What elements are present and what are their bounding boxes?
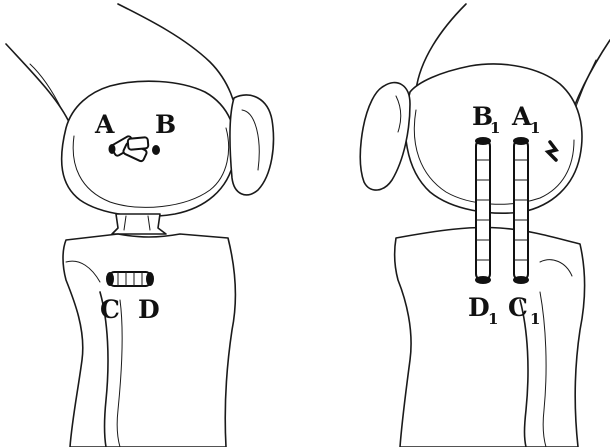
svg-text:C: C [508,293,528,322]
right-screw-a1-c1 [513,137,529,284]
left-femoral-condyle [62,81,236,216]
left-tibia-outline [63,234,235,447]
right-knee-view: B 1 A 1 D 1 C 1 [360,4,610,447]
svg-text:1: 1 [488,310,498,328]
left-graft-link [112,214,166,234]
svg-text:D: D [468,293,490,322]
svg-text:1: 1 [530,310,540,328]
label-d: D [138,295,160,324]
left-knee-view: A B C D [6,4,273,447]
left-patella [230,95,273,195]
svg-text:A: A [511,102,532,131]
left-tibial-screw [106,272,154,286]
svg-text:1: 1 [490,119,500,137]
svg-text:1: 1 [530,119,540,137]
right-patella [360,83,410,190]
right-femoral-condyle [405,64,582,213]
label-c: C [100,295,120,324]
label-b: B [155,110,176,139]
right-screw-b1-d1 [475,137,491,284]
label-a: A [94,110,115,139]
